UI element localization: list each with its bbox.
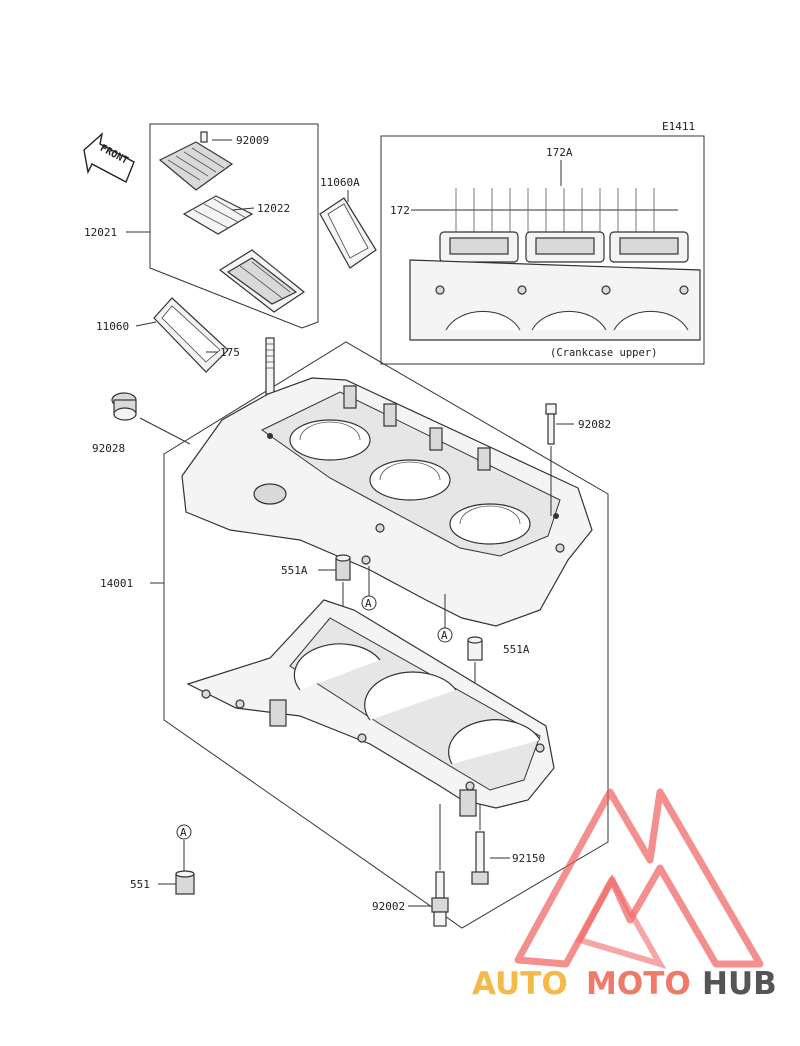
dowel-pin-551-part [175, 870, 195, 895]
callout-551a-lower: 551A [503, 643, 530, 656]
callout-172: 172 [390, 204, 410, 217]
callout-175: 175 [220, 346, 240, 359]
upper-crankcase-part [181, 377, 593, 627]
gasket-11060a-part [319, 197, 377, 269]
front-arrow-icon: FRONT [83, 132, 135, 183]
watermark-word-moto: MOTO [586, 966, 691, 1002]
callout-172a: 172A [546, 146, 573, 159]
callout-11060a: 11060A [320, 176, 360, 189]
reed-plate-part [158, 131, 234, 191]
plug-92028-part [111, 392, 137, 421]
callout-92002: 92002 [372, 900, 405, 913]
gasket-11060-part [153, 297, 229, 373]
reed-petal-part [182, 195, 254, 235]
reed-valve-housing-part [218, 249, 306, 313]
callout-92009: 92009 [236, 134, 269, 147]
automotohub-watermark: AUTO MOTO HUB [472, 966, 777, 1002]
automotohub-logo-icon [514, 788, 764, 970]
callout-92028: 92028 [92, 442, 125, 455]
callout-12022: 12022 [257, 202, 290, 215]
watermark-word-hub: HUB [702, 966, 777, 1002]
inset-crankcase-drawing [409, 231, 701, 341]
dowel-pin-551a-part [335, 554, 351, 581]
lower-crankcase-part [186, 599, 555, 817]
callout-551: 551 [130, 878, 150, 891]
callout-11060: 11060 [96, 320, 129, 333]
bolt-92082-part [545, 403, 557, 445]
callout-14001: 14001 [100, 577, 133, 590]
watermark-word-auto: AUTO [472, 966, 568, 1002]
callout-92150: 92150 [512, 852, 545, 865]
callout-551a-upper: 551A [281, 564, 308, 577]
stud-bolt-part [265, 337, 275, 395]
bolt-92002-part [431, 871, 449, 927]
dowel-pin-551a-part-2 [467, 636, 483, 661]
ref-mark-a-1: A [365, 597, 372, 610]
callout-12021: 12021 [84, 226, 117, 239]
ref-mark-a-3: A [180, 826, 187, 839]
diagram-code: E1411 [662, 120, 695, 133]
ref-mark-a-2: A [441, 629, 448, 642]
main-assembly-outline [163, 341, 609, 929]
bolt-92150-part [471, 831, 489, 885]
reed-valve-group-box [149, 123, 319, 329]
callout-92082: 92082 [578, 418, 611, 431]
inset-crankcase-upper-box [380, 135, 705, 365]
inset-caption: (Crankcase upper) [550, 347, 657, 359]
